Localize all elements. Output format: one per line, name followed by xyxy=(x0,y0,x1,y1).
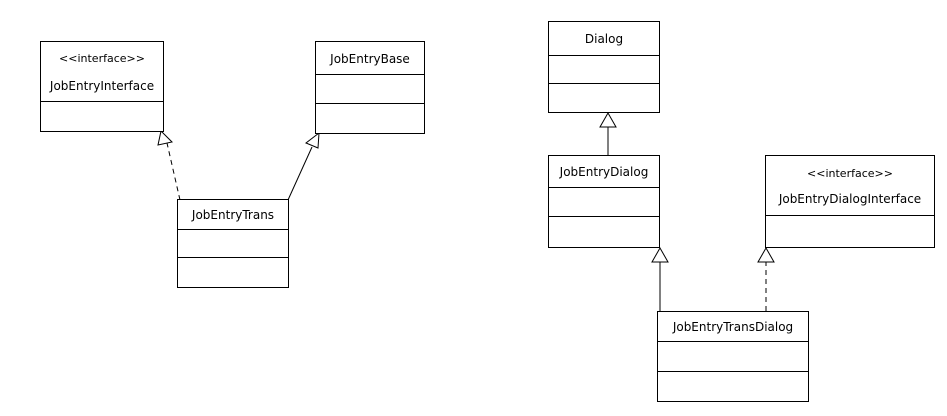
realization-arrowhead-jobentryinterface xyxy=(157,129,174,146)
job-entry-trans-name: JobEntryTrans xyxy=(191,208,274,222)
class-job-entry-dialog: JobEntryDialog xyxy=(548,155,660,248)
job-entry-dialog-interface-stereotype: <<interface>> xyxy=(807,167,893,180)
class-dialog: Dialog xyxy=(548,21,660,113)
job-entry-interface-name: JobEntryInterface xyxy=(49,79,154,93)
job-entry-base-name: JobEntryBase xyxy=(329,52,410,66)
relation-edges xyxy=(157,111,775,311)
generalization-arrowhead-dialog xyxy=(599,111,617,128)
class-job-entry-dialog-interface: <<interface>> JobEntryDialogInterface xyxy=(765,155,935,248)
generalization-arrowhead-jobentrybase xyxy=(305,131,320,149)
class-job-entry-trans: JobEntryTrans xyxy=(177,199,289,288)
realization-arrowhead-jobentrydialoginterface xyxy=(757,246,775,263)
edge-jobentrytrans-to-jobentrybase xyxy=(287,146,313,201)
class-job-entry-base: JobEntryBase xyxy=(315,41,425,134)
class-job-entry-interface: <<interface>> JobEntryInterface xyxy=(40,41,164,132)
dialog-name: Dialog xyxy=(585,32,623,46)
job-entry-dialog-interface-name: JobEntryDialogInterface xyxy=(778,192,921,206)
edge-jobentrytrans-to-jobentryinterface xyxy=(166,142,181,201)
job-entry-dialog-name: JobEntryDialog xyxy=(559,165,649,179)
job-entry-interface-stereotype: <<interface>> xyxy=(59,52,145,65)
job-entry-trans-dialog-name: JobEntryTransDialog xyxy=(672,320,793,334)
generalization-arrowhead-jobentrydialog xyxy=(651,246,669,263)
class-job-entry-trans-dialog: JobEntryTransDialog xyxy=(657,311,809,402)
